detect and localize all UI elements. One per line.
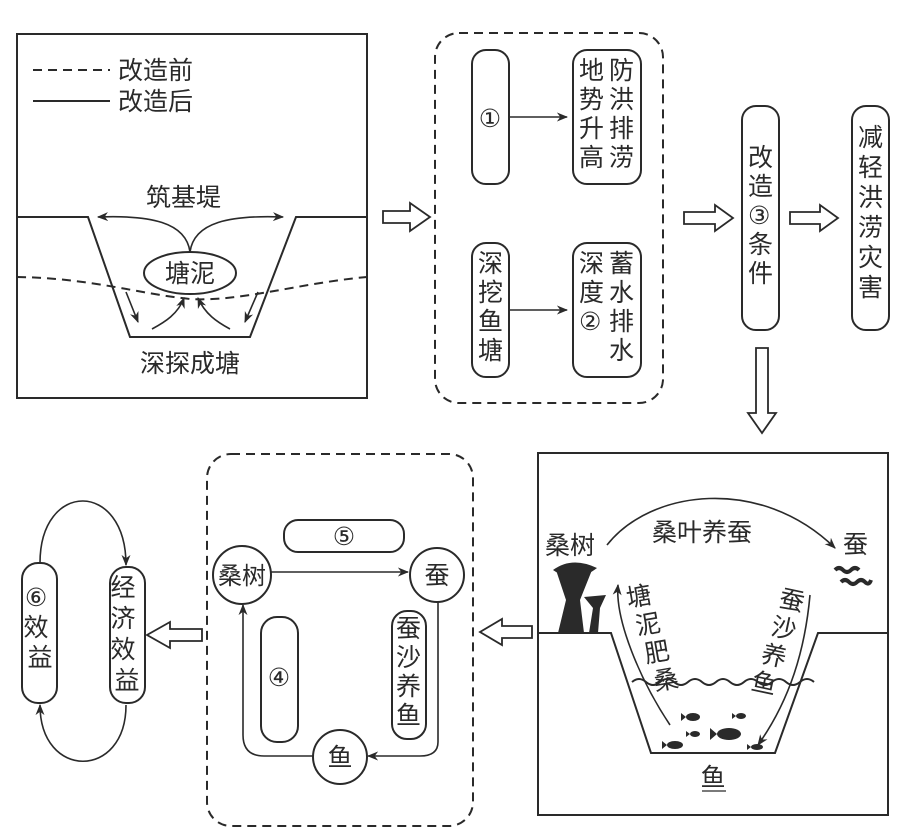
arrow-mud-to-mulberry bbox=[612, 583, 671, 726]
pond-profile-before bbox=[16, 276, 368, 301]
pond-mud-ellipse bbox=[143, 251, 237, 295]
depth-storage-box bbox=[572, 242, 642, 378]
fish-icon bbox=[747, 744, 763, 750]
arrow-fish-to-mulberry bbox=[238, 603, 313, 757]
legend-before-label: 改造前 bbox=[118, 56, 193, 85]
terrain-raise-text: 地势升高 防洪排涝 bbox=[579, 56, 634, 172]
fish-icons bbox=[662, 713, 763, 750]
flow-arrow-2-to-condition bbox=[683, 203, 735, 233]
flow-arrow-1-to-2 bbox=[382, 201, 432, 233]
dig-pond-box-label: 深挖鱼塘 bbox=[478, 249, 503, 365]
arrow-up-left bbox=[151, 296, 185, 330]
condition-3-box bbox=[741, 105, 780, 331]
blank-1-label: ① bbox=[479, 104, 501, 133]
legend-after-label: 改造后 bbox=[118, 87, 193, 116]
benefit-6-text: ⑥ 效 益 bbox=[24, 583, 57, 672]
arrow-silk-to-fish bbox=[757, 594, 811, 746]
fish-icon bbox=[710, 728, 741, 740]
arrow-up-right bbox=[197, 296, 231, 330]
economic-benefit-box bbox=[109, 566, 146, 704]
arrow-slope-right bbox=[244, 291, 259, 324]
node-mulberry-label: 桑树 bbox=[218, 562, 266, 590]
fish-icon bbox=[662, 741, 683, 749]
node-silkworm-label: 蚕 bbox=[424, 561, 449, 590]
pond-profile-after bbox=[17, 216, 367, 338]
blank-5-box bbox=[283, 519, 405, 553]
economic-benefit-text: 经 济 效 益 bbox=[111, 573, 144, 695]
pond-mud-label: 塘泥 bbox=[165, 259, 215, 288]
blank-4-box bbox=[260, 616, 299, 743]
arrow-leaf-to-silkworm bbox=[606, 497, 836, 549]
silk-feed-fish-text: 蚕沙养鱼 bbox=[749, 582, 807, 703]
depth-col-2: 蓄水排水 bbox=[609, 249, 634, 365]
arrow-dike-right bbox=[189, 212, 285, 253]
node-silkworm bbox=[409, 547, 465, 603]
flow-arrow-down bbox=[746, 347, 778, 435]
flow-arrow-condition-to-outcome bbox=[789, 203, 840, 233]
mud-fertilize-text: 塘泥肥桑 bbox=[624, 578, 681, 699]
mulberry-label: 桑树 bbox=[545, 531, 595, 560]
silkworm-icon bbox=[833, 566, 873, 586]
blank-4-label: ④ bbox=[268, 663, 290, 692]
flow-arrow-3-to-4 bbox=[478, 617, 533, 647]
panel-dike-pond-system: 桑树 桑叶养蚕 蚕 塘泥肥桑 蚕沙养鱼 鱼 bbox=[537, 452, 889, 816]
arrow-economic-to-6 bbox=[35, 703, 127, 763]
reduce-flood-text: 减 轻 洪 涝 灾 害 bbox=[858, 123, 891, 302]
silkworm-label: 蚕 bbox=[843, 530, 868, 559]
arrow-silkworm-to-fish bbox=[366, 602, 439, 761]
fish-label: 鱼 bbox=[700, 763, 725, 792]
leaf-feed-label: 桑叶养蚕 bbox=[652, 518, 752, 547]
panel-cycle: ⑤ 桑树 蚕 鱼 ④ 蚕沙养鱼 bbox=[206, 453, 474, 827]
reduce-flood-box bbox=[851, 105, 890, 331]
dig-pond-label: 深探成塘 bbox=[140, 349, 240, 378]
silk-feed-fish-box-text: 蚕沙养鱼 bbox=[396, 614, 421, 730]
arrow-dike-left bbox=[96, 212, 191, 253]
node-fish-label: 鱼 bbox=[327, 743, 352, 772]
flow-arrow-4-to-5 bbox=[145, 620, 203, 650]
panel-2-frame bbox=[434, 32, 664, 404]
mulberry-tree-icon bbox=[553, 562, 606, 633]
terrain-col-1: 地势升高 bbox=[579, 56, 604, 172]
fish-icon bbox=[681, 713, 700, 721]
arrow-slope-left bbox=[125, 291, 139, 324]
water-surface bbox=[631, 678, 815, 686]
panel-pond-transformation: 改造前 改造后 筑基堤 塘泥 深探成塘 bbox=[16, 33, 368, 399]
silk-feed-fish-box bbox=[391, 610, 427, 740]
fish-icon bbox=[732, 713, 746, 719]
fish-icon bbox=[686, 731, 700, 737]
panel-benefits: ⑥ 效 益 经 济 效 益 bbox=[21, 500, 146, 763]
panel-4-frame bbox=[206, 453, 474, 827]
terrain-raise-box bbox=[572, 49, 642, 185]
arrow-6-to-economic bbox=[39, 500, 131, 567]
build-dike-label: 筑基堤 bbox=[146, 183, 221, 212]
terrain-col-2: 防洪排涝 bbox=[609, 56, 634, 172]
blank-5-label: ⑤ bbox=[333, 522, 355, 551]
condition-3-text: 改 造 ③ 条 件 bbox=[748, 143, 781, 288]
pond-cross-section bbox=[538, 632, 888, 754]
